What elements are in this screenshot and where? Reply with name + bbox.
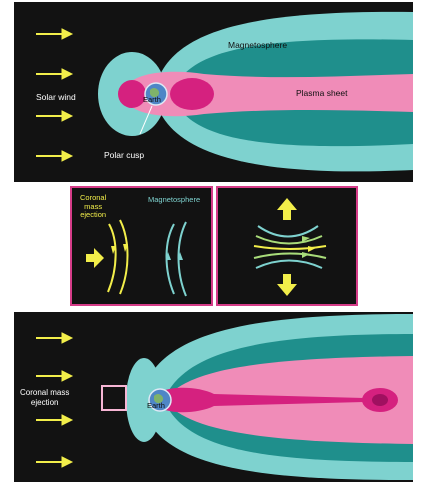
bottom-diagram-svg [14, 312, 413, 482]
plasma-core-right [170, 78, 214, 110]
reconnection-line-3 [254, 246, 326, 249]
cme-label-line3: ejection [80, 211, 106, 220]
earth-label: Earth [143, 95, 161, 105]
cme-label-bottom-line1: Coronal mass [20, 388, 69, 398]
reconnection-line-5 [256, 261, 322, 269]
bottom-panel-cme-impact-diagram: Coronal mass ejection Earth [14, 312, 413, 482]
top-panel-magnetosphere-diagram: Magnetosphere Solar wind Earth Plasma sh… [14, 2, 413, 182]
plasma-core-left [118, 80, 146, 108]
middle-left-panel-field-lines: Coronal mass ejection Magnetosphere [70, 186, 213, 306]
middle-right-svg [218, 188, 356, 304]
arrow-down-icon [277, 274, 297, 296]
magnetosphere-label: Magnetosphere [228, 40, 287, 50]
arrow-right-icon [86, 248, 104, 268]
polar-cusp-label: Polar cusp [104, 150, 144, 160]
cme-field-line-2 [120, 220, 128, 294]
cme-field-line-1 [108, 224, 116, 292]
cme-label-bottom: Coronal mass ejection [20, 388, 69, 407]
earth-label-bottom: Earth [147, 401, 165, 411]
magnetosphere-label-middle: Magnetosphere [148, 195, 200, 205]
solar-wind-label: Solar wind [36, 92, 76, 102]
arrow-up-icon [277, 198, 297, 220]
reconnection-line-4 [254, 254, 326, 259]
cme-marker-box [102, 386, 126, 410]
plasma-sheet-label: Plasma sheet [296, 88, 348, 98]
middle-right-panel-reconnection [216, 186, 358, 306]
reconnection-line-1 [258, 226, 318, 237]
cme-label-bottom-line2: ejection [20, 398, 69, 408]
cme-label-middle: Coronal mass ejection [80, 194, 106, 220]
